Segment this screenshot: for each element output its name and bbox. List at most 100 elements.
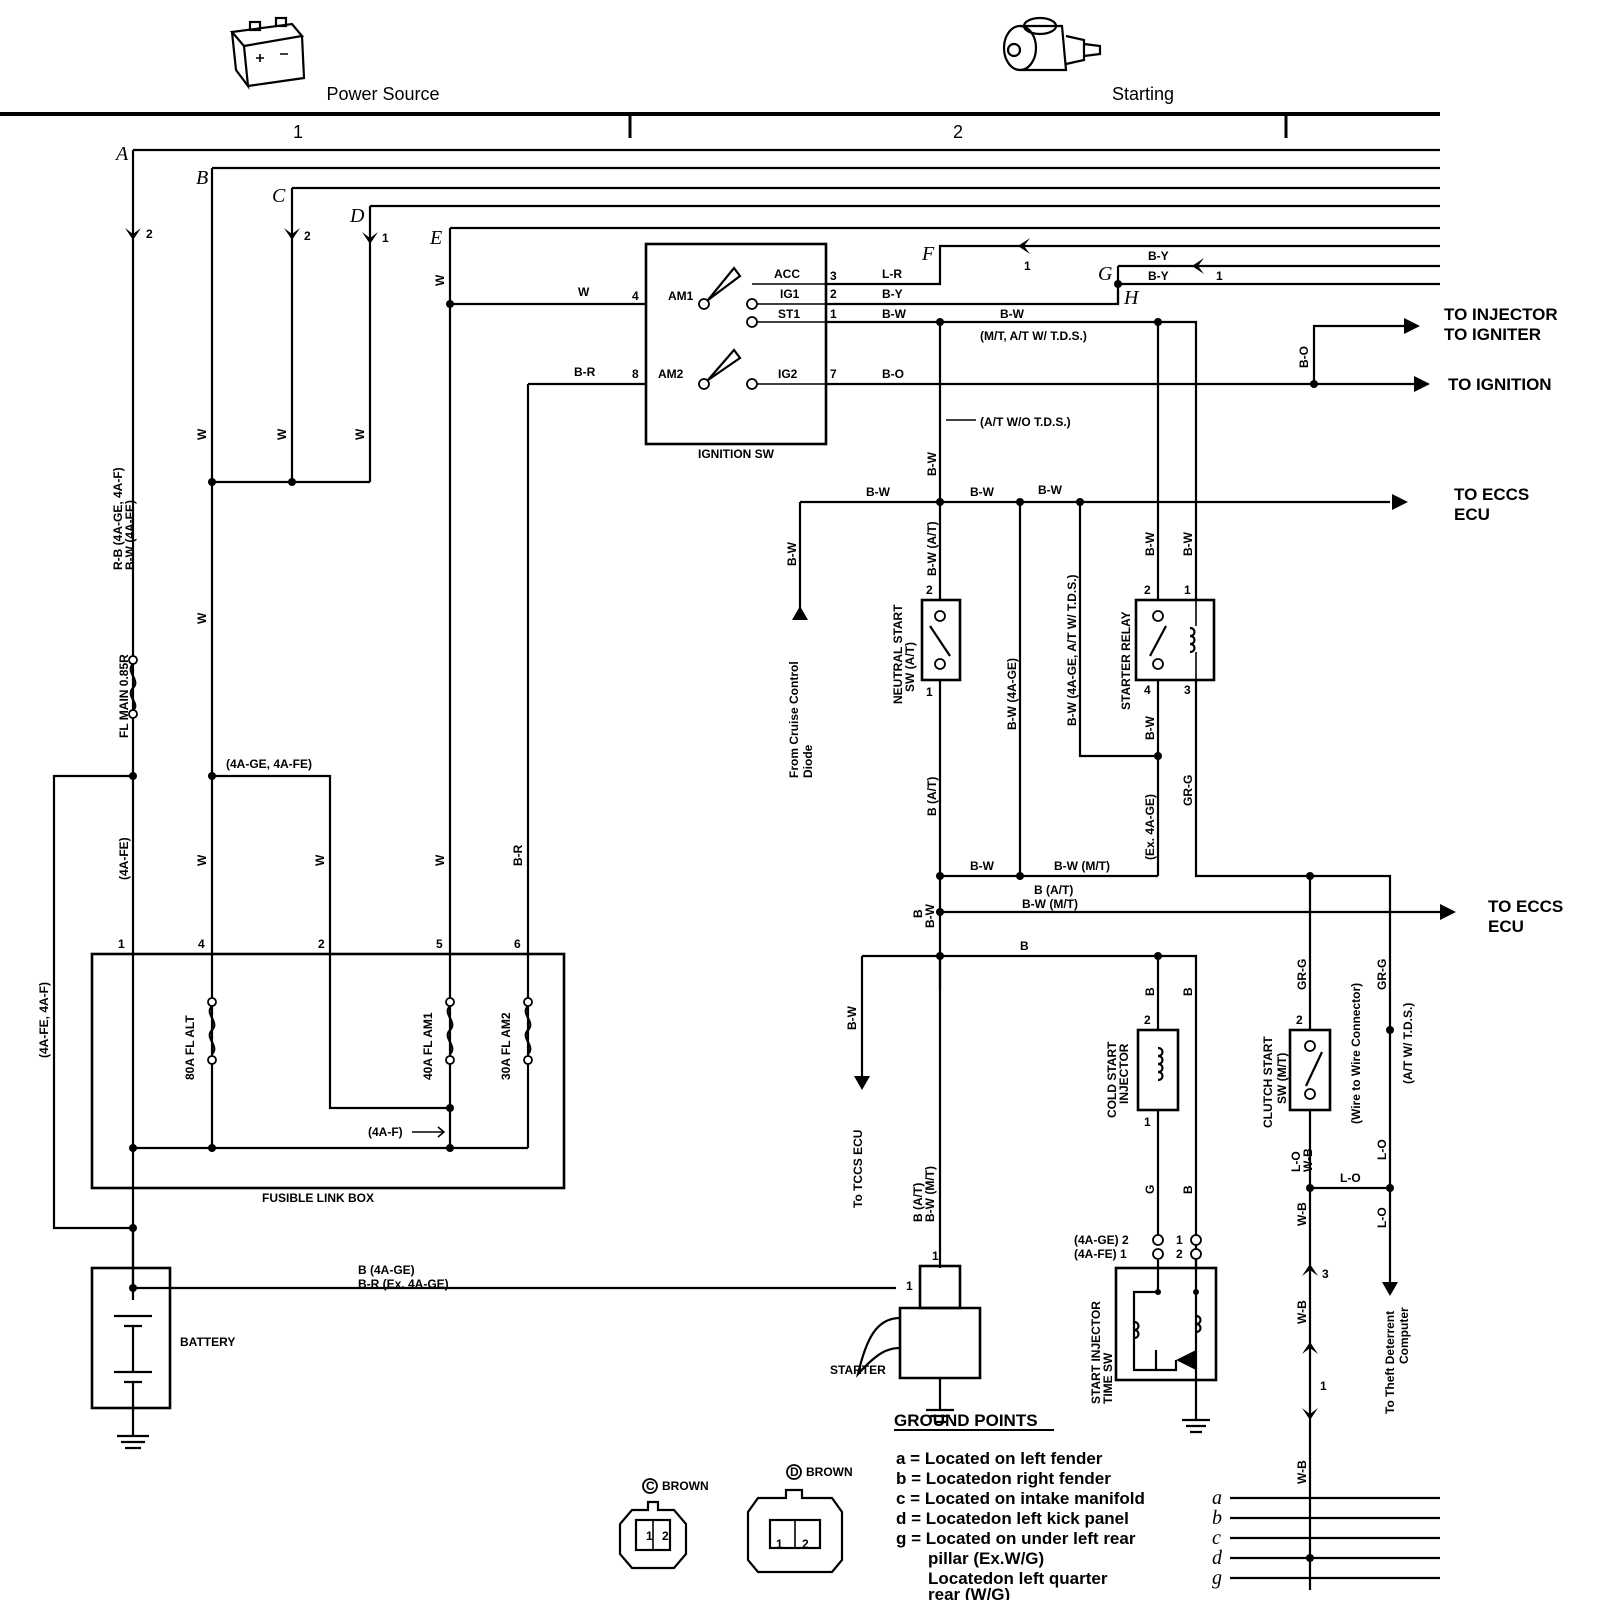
- ignition-am2: AM2: [658, 367, 684, 381]
- starter-relay-contacts: [1149, 600, 1197, 680]
- wire-label-bw: B-W: [845, 1005, 859, 1030]
- wire-label-grg: GR-G: [1375, 959, 1389, 990]
- wire-label-bw: B-W: [1000, 307, 1025, 321]
- connector-c-letter: C: [646, 1479, 655, 1493]
- connector-pin-symbols: [1152, 1234, 1202, 1260]
- start-circuit-wires: [792, 318, 1456, 1292]
- wire-label-grg: GR-G: [1181, 775, 1195, 806]
- bus-letter-f: F: [921, 243, 935, 265]
- pin-label: 8: [632, 367, 639, 381]
- dest-to-theft: To Theft Deterrent: [1383, 1311, 1397, 1414]
- dest-from-cruise-diode: Diode: [801, 744, 815, 778]
- pin-label: 1: [382, 231, 389, 245]
- pin-label: 1: [1144, 1115, 1151, 1129]
- wire-label-afe-af: (4A-FE, 4A-F): [37, 982, 51, 1058]
- fuse-symbol: [128, 655, 533, 1065]
- wire-label-w: W: [195, 612, 209, 624]
- wire-label-w: W: [313, 854, 327, 866]
- clutch-start-label-2: SW (M/T): [1275, 1053, 1289, 1104]
- wire-label-bw: B-W: [882, 307, 907, 321]
- bus-letter-b: B: [196, 167, 208, 189]
- ground-letter-a: a: [1212, 1487, 1222, 1509]
- wire-label-bo: B-O: [1297, 346, 1311, 368]
- fl-main-label: FL MAIN 0.85R: [117, 654, 131, 738]
- start-injector-label: START INJECTOR: [1089, 1301, 1103, 1404]
- cold-start-label-2: INJECTOR: [1117, 1043, 1131, 1104]
- wire-label-br-ex: B-R (Ex. 4A-GE): [358, 1277, 449, 1291]
- connector-d-color: BROWN: [806, 1465, 853, 1479]
- wire-label-wb: W-B: [1295, 1202, 1309, 1226]
- pin-label: 1: [830, 307, 837, 321]
- ground-symbol: [1182, 1380, 1210, 1434]
- starter-relay-label: STARTER RELAY: [1119, 611, 1133, 710]
- neutral-start-label-2: SW (A/T): [903, 642, 917, 692]
- wire-label-at-wo-tds: (A/T W/O T.D.S.): [980, 415, 1071, 429]
- dest-ecu: ECU: [1488, 917, 1524, 936]
- time-switch-internals: [1132, 1260, 1202, 1380]
- wire-label-w: W: [195, 854, 209, 866]
- wire-label-w: W: [578, 285, 590, 299]
- inj-pin-label: 1: [1176, 1233, 1183, 1247]
- connector-arrow: [1192, 258, 1204, 274]
- wire-label-lo: L-O: [1375, 1139, 1389, 1160]
- wire-label-br: B-R: [574, 365, 596, 379]
- wire-label-b: B: [1020, 939, 1029, 953]
- wire-label-bw: B-W: [1143, 715, 1157, 740]
- bus-letter-d: D: [349, 205, 365, 227]
- injector-ignition-wires: [1310, 318, 1430, 392]
- inj-pin-label: 2: [1176, 1247, 1183, 1261]
- battery: [90, 1266, 172, 1410]
- wire-label-bw: B-W: [970, 859, 995, 873]
- ignition-ig1: IG1: [780, 287, 800, 301]
- start-injector-label-2: TIME SW: [1101, 1352, 1115, 1404]
- wire-label-b: B: [1181, 1185, 1195, 1194]
- wire-label-by: B-Y: [1148, 249, 1169, 263]
- pin-label: 1: [906, 1279, 913, 1293]
- ground-points-title: GROUND POINTS: [894, 1411, 1038, 1430]
- starter-motor-icon: [1002, 16, 1102, 72]
- dest-to-injector: TO INJECTOR: [1444, 305, 1558, 324]
- wire-label-b-at: B (A/T): [911, 1183, 925, 1222]
- wire-label-w: W: [195, 428, 209, 440]
- section-title-starting: Starting: [1112, 84, 1174, 104]
- starter-label: STARTER: [830, 1363, 886, 1377]
- pin-label: 3: [1184, 683, 1191, 697]
- pin-label: 2: [146, 227, 153, 241]
- wire-label-bw: B-W: [970, 485, 995, 499]
- dest-to-tccs: To TCCS ECU: [851, 1130, 865, 1208]
- connector-d: [746, 1488, 844, 1574]
- pin-label: 2: [1144, 1013, 1151, 1027]
- inj-pin-label: (4A-GE) 2: [1074, 1233, 1129, 1247]
- ground-point-g: g = Located on under left rear: [896, 1529, 1136, 1548]
- ignition-wires: [450, 244, 1440, 1148]
- junction-dot: [1114, 280, 1122, 288]
- neutral-start-label: NEUTRAL START: [891, 604, 905, 704]
- fl-am2-label: 30A FL AM2: [499, 1012, 513, 1080]
- wire-label-b-4age: B (4A-GE): [358, 1263, 415, 1277]
- clutch-circuit-wires: [1302, 876, 1398, 1590]
- pin-label: 1: [1024, 259, 1031, 273]
- wire-label-b: B: [911, 909, 925, 918]
- ignition-ig2: IG2: [778, 367, 798, 381]
- wire-label-afe: (4A-FE): [117, 837, 131, 880]
- pin-label: 2: [318, 937, 325, 951]
- pin-label: 1: [1320, 1379, 1327, 1393]
- wire-label-bw-4age-tds: B-W (4A-GE, A/T W/ T.D.S.): [1065, 574, 1079, 726]
- ground-point-g-4: rear (W/G): [928, 1585, 1010, 1600]
- neutral-start-switch: [920, 598, 962, 682]
- wire-label-bw-4afe: B-W (4A-FE): [123, 500, 137, 570]
- cold-start-label: COLD START: [1105, 1041, 1119, 1118]
- pin-label: 4: [198, 937, 205, 951]
- fl-alt-label: 80A FL ALT: [183, 1015, 197, 1080]
- column-number-1: 1: [293, 122, 303, 142]
- neutral-start-switch-contacts: [929, 610, 951, 670]
- wire-label-mt-at-tds: (M/T, A/T W/ T.D.S.): [980, 329, 1087, 343]
- pin-label: 1: [1216, 269, 1223, 283]
- dest-ecu: ECU: [1454, 505, 1490, 524]
- wire-label-rb: R-B (4A-GE, 4A-F): [111, 467, 125, 570]
- ground-point-g-2: pillar (Ex.W/G): [928, 1549, 1044, 1568]
- wire-label-b: B: [1143, 987, 1157, 996]
- pin-label: 5: [436, 937, 443, 951]
- pin-label: 1: [118, 937, 125, 951]
- connector-c-pin-2: 2: [662, 1529, 669, 1543]
